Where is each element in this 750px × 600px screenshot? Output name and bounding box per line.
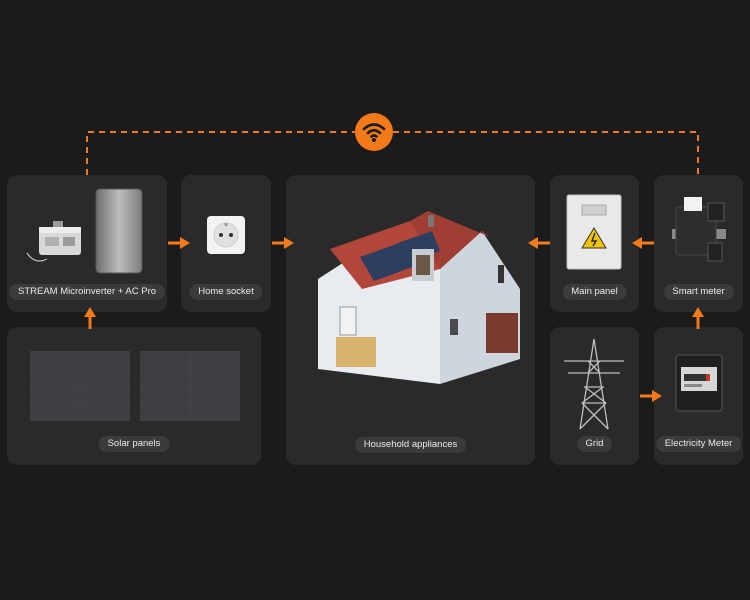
ac-pro-icon xyxy=(95,188,143,274)
solar-card: Solar panels xyxy=(7,327,261,465)
solar-panel-icon xyxy=(30,351,130,421)
house-label: Household appliances xyxy=(354,437,467,453)
microinverter-icon xyxy=(26,221,81,262)
electricity-meter-card: Electricity Meter xyxy=(654,327,743,465)
arrow-left-icon xyxy=(632,237,654,249)
socket-icon xyxy=(207,216,245,254)
inverter-card: STREAM Microinverter + AC Pro xyxy=(7,175,167,312)
solar-label: Solar panels xyxy=(98,436,170,452)
panel-card: Main panel xyxy=(550,175,639,312)
solar-panel-icon xyxy=(140,351,240,421)
grid-card: Grid xyxy=(550,327,639,465)
smart-meter-label: Smart meter xyxy=(663,284,734,300)
panel-box-icon xyxy=(566,194,622,270)
arrow-right-icon xyxy=(168,237,190,249)
wifi-icon xyxy=(355,113,393,151)
power-tower-icon xyxy=(564,338,624,430)
arrow-up-icon xyxy=(84,307,96,329)
house-card: Household appliances xyxy=(286,175,535,465)
arrow-up-icon xyxy=(692,307,704,329)
socket-card: Home socket xyxy=(181,175,271,312)
arrow-right-icon xyxy=(272,237,294,249)
electricity-meter-label: Electricity Meter xyxy=(655,436,742,452)
arrow-right-icon xyxy=(640,390,662,402)
grid-label: Grid xyxy=(576,436,613,452)
socket-label: Home socket xyxy=(189,284,263,300)
inverter-label: STREAM Microinverter + AC Pro xyxy=(8,284,166,300)
smart-meter-card: Smart meter xyxy=(654,175,743,312)
arrow-left-icon xyxy=(528,237,550,249)
house-icon xyxy=(318,211,520,384)
panel-label: Main panel xyxy=(562,284,627,300)
smart-meter-icon xyxy=(672,197,726,262)
electricity-meter-icon xyxy=(675,354,723,412)
